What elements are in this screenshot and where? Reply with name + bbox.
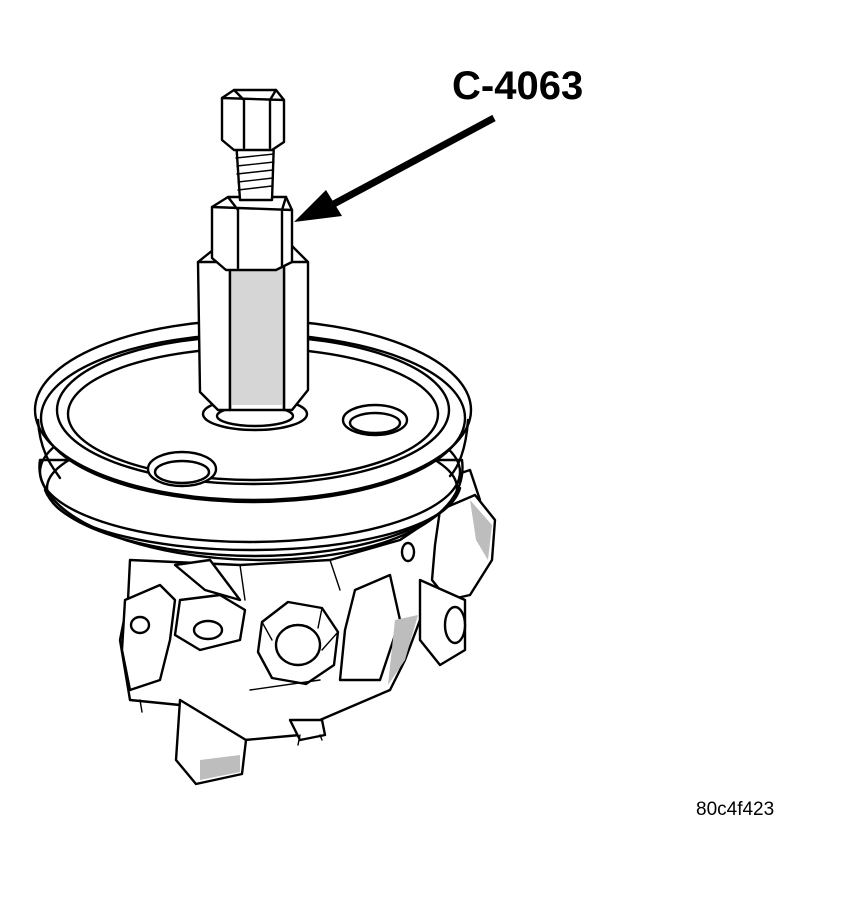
puller-tool <box>196 88 310 412</box>
tool-callout-label: C-4063 <box>452 64 584 108</box>
figure-id: 80c4f423 <box>696 799 775 820</box>
power-steering-pump <box>118 468 497 786</box>
callout-arrow <box>294 114 496 222</box>
